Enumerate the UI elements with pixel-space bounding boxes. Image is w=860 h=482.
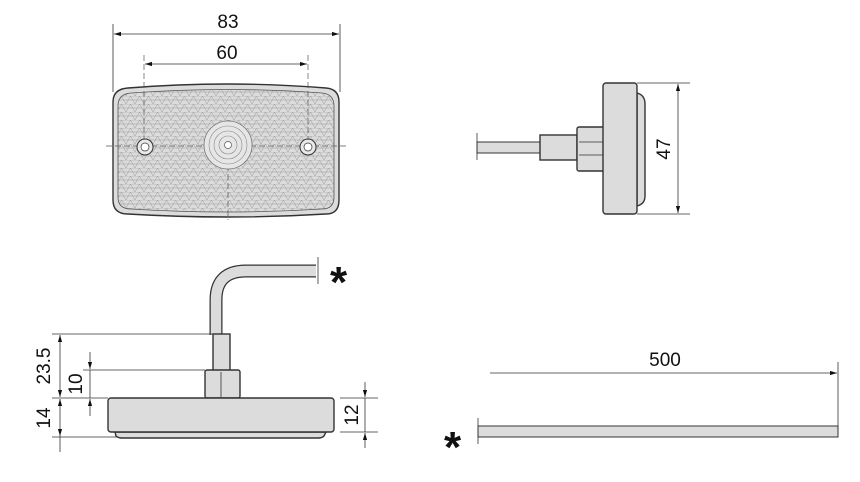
label-hole-spacing: 60 xyxy=(216,43,237,64)
bottom-view: * 23.5 10 14 12 xyxy=(34,257,378,452)
cable-marker-2: * xyxy=(444,423,462,472)
cable-marker: * xyxy=(330,258,348,307)
label-connector: 10 xyxy=(66,373,87,394)
label-total-height: 23.5 xyxy=(34,348,55,385)
side-view: 47 xyxy=(476,82,690,215)
front-view: 83 60 xyxy=(106,12,346,220)
label-body-height: 14 xyxy=(34,407,55,429)
label-lens-height: 12 xyxy=(342,404,363,425)
label-height: 47 xyxy=(654,138,675,159)
center-emblem xyxy=(203,120,253,170)
label-cable-length: 500 xyxy=(649,350,681,371)
cable-view: * 500 xyxy=(444,350,839,472)
label-width: 83 xyxy=(217,12,238,33)
